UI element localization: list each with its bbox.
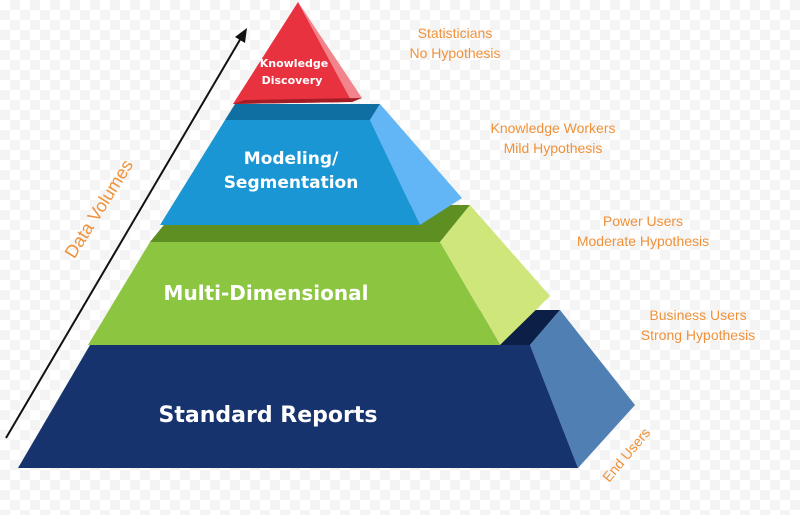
user-group-statisticians-line2: No Hypothesis	[409, 45, 500, 61]
user-group-knowledge-workers: Knowledge Workers Mild Hypothesis	[490, 120, 615, 156]
tier-modeling-segmentation-side	[370, 104, 462, 225]
user-group-statisticians: Statisticians No Hypothesis	[409, 25, 500, 61]
tier-standard-reports-front	[18, 345, 578, 468]
user-group-power-users-line1: Power Users	[603, 213, 683, 229]
tier-modeling-segmentation-label-line1: Modeling/	[244, 149, 339, 169]
tier-modeling-segmentation-top	[225, 104, 380, 120]
tier-standard-reports-side	[530, 310, 635, 468]
tier-knowledge-discovery: Knowledge Discovery	[233, 2, 362, 104]
tier-modeling-segmentation: Modeling/ Segmentation	[160, 104, 462, 225]
tier-knowledge-discovery-label-line2: Discovery	[262, 74, 323, 87]
tier-modeling-segmentation-label-line2: Segmentation	[224, 173, 359, 193]
tier-standard-reports-label: Standard Reports	[159, 403, 378, 428]
tier-multi-dimensional-side	[440, 205, 550, 345]
tier-knowledge-discovery-base	[233, 98, 362, 104]
user-group-knowledge-workers-line2: Mild Hypothesis	[504, 140, 603, 156]
user-group-power-users: Power Users Moderate Hypothesis	[577, 213, 709, 249]
user-group-statisticians-line1: Statisticians	[418, 25, 493, 41]
tier-multi-dimensional: Multi-Dimensional	[88, 205, 550, 345]
tier-modeling-segmentation-front	[160, 120, 420, 225]
user-group-business-users-line2: Strong Hypothesis	[641, 327, 755, 343]
user-group-knowledge-workers-line1: Knowledge Workers	[490, 120, 615, 136]
tier-multi-dimensional-label: Multi-Dimensional	[164, 281, 369, 305]
tier-knowledge-discovery-front	[233, 2, 352, 104]
tier-knowledge-discovery-label-line1: Knowledge	[260, 57, 329, 70]
user-group-power-users-line2: Moderate Hypothesis	[577, 233, 709, 249]
tier-multi-dimensional-front	[88, 242, 500, 345]
user-group-business-users: Business Users Strong Hypothesis	[641, 307, 755, 343]
user-group-business-users-line1: Business Users	[649, 307, 746, 323]
data-volumes-arrow	[5, 28, 247, 439]
data-volumes-label: Data Volumes	[61, 156, 137, 262]
tier-knowledge-discovery-side	[298, 2, 362, 102]
